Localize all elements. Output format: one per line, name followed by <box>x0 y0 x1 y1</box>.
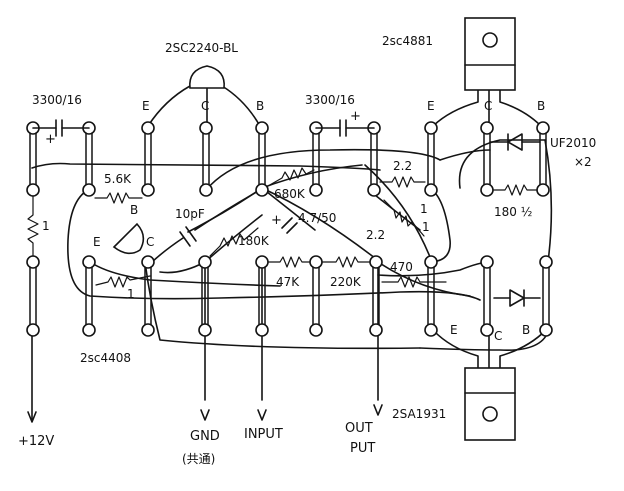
terminal-gnd: GND <box>190 429 220 444</box>
diode-count-label: ×2 <box>574 155 592 169</box>
resistor-r-1-a-value: 1 <box>420 202 428 216</box>
transistor-2sc2240: 2SC2240-BL E C B <box>142 41 264 113</box>
diode-uf2010-top <box>489 133 541 151</box>
transistor-2sc2240-pin-e: E <box>142 99 150 113</box>
transistor-2sa1931-part: 2SA1931 <box>392 407 446 421</box>
transistor-2sc2240-pin-c: C <box>201 99 209 113</box>
terminal-gnd-note: (共通) <box>182 452 215 466</box>
capacitor-c-left-polarity: + <box>45 132 56 147</box>
transistor-2sc4881-pin-e: E <box>427 99 435 113</box>
capacitor-c-47: + 4.7/50 <box>271 211 336 234</box>
resistor-r-2-2-top: 2.2 <box>379 159 426 188</box>
resistor-r-5-6k-value: 5.6K <box>104 172 132 186</box>
resistor-r-1-bottom-value: 1 <box>127 287 135 301</box>
transistor-2sc4881-pin-c: C <box>484 99 492 113</box>
capacitor-c-47-value: 4.7/50 <box>298 211 336 225</box>
resistor-r-5-6k: 5.6K <box>94 172 143 204</box>
transistor-2sa1931-pin-e: E <box>450 323 458 337</box>
resistor-r-47k-value: 47K <box>276 275 300 289</box>
transistor-2sc4408-pin-c: C <box>146 235 154 249</box>
terminal-vcc: +12V <box>18 434 54 449</box>
solder-pads <box>26 121 553 337</box>
transistor-2sc4408-pin-b: B <box>130 203 138 217</box>
resistor-r-2-2-top-value: 2.2 <box>393 159 412 173</box>
capacitor-c-left: + 3300/16 <box>32 93 90 147</box>
transistor-2sc4881-part: 2sc4881 <box>382 34 433 48</box>
resistor-r-470: 470 <box>381 260 447 288</box>
resistor-r-47k: 47K <box>267 256 311 289</box>
transistor-2sc4408-pin-e: E <box>93 235 101 249</box>
resistor-r-1-bottom: 1 <box>95 275 151 301</box>
resistor-r-1-left-value: 1 <box>42 219 50 233</box>
transistor-2sc4881: 2sc4881 E C B <box>382 17 545 113</box>
resistor-r-180k-value: 180K <box>238 234 270 248</box>
capacitor-c-mid-value: 3300/16 <box>305 93 355 107</box>
resistor-r-680k-value: 680K <box>274 187 306 201</box>
resistor-r-2-2-bottom-value: 2.2 <box>366 228 385 242</box>
diode-uf2010-bottom <box>493 289 541 307</box>
resistor-r-220k-value: 220K <box>330 275 362 289</box>
capacitor-c-mid: + 3300/16 <box>305 93 375 137</box>
resistor-r-2-2-bottom: 2.2 <box>366 199 425 242</box>
resistor-r-180k: 180K <box>209 227 270 257</box>
capacitor-c-left-value: 3300/16 <box>32 93 82 107</box>
transistor-2sc4408: B E C 2sc4408 <box>80 203 154 365</box>
resistor-r-1-a: 1 <box>420 202 428 216</box>
transistor-2sc2240-pin-b: B <box>256 99 264 113</box>
capacitor-c-mid-polarity: + <box>350 109 361 124</box>
terminal-input: INPUT <box>244 427 283 442</box>
resistor-r-220k: 220K <box>321 256 371 289</box>
capacitor-c-10pf-value: 10pF <box>175 207 205 221</box>
vertical-rails <box>29 128 550 330</box>
transistor-2sc4881-pin-b: B <box>537 99 545 113</box>
transistor-2sc4408-part: 2sc4408 <box>80 351 131 365</box>
resistor-r-680k: 680K <box>267 167 315 201</box>
transistor-2sa1931: 2SA1931 E C B <box>392 323 530 441</box>
resistor-r-180-half-value: 180 ½ <box>494 205 532 219</box>
diode-part-label: UF2010 <box>550 136 596 150</box>
resistor-r-180-half: 180 ½ <box>492 184 538 219</box>
resistor-r-1-b-value: 1 <box>422 220 430 234</box>
transistor-2sa1931-pin-b: B <box>522 323 530 337</box>
transistor-2sa1931-pin-c: C <box>494 329 502 343</box>
terminal-output-line2: PUT <box>350 441 375 456</box>
resistor-r-1-b: 1 <box>422 220 430 234</box>
capacitor-c-10pf: 10pF <box>175 207 205 247</box>
resistor-r-1-left: 1 <box>27 195 50 257</box>
resistor-r-470-value: 470 <box>390 260 413 274</box>
terminal-output-line1: OUT <box>345 421 373 436</box>
capacitor-c-47-polarity: + <box>271 213 282 228</box>
wire-network <box>27 85 553 423</box>
transistor-2sc2240-part: 2SC2240-BL <box>165 41 238 55</box>
